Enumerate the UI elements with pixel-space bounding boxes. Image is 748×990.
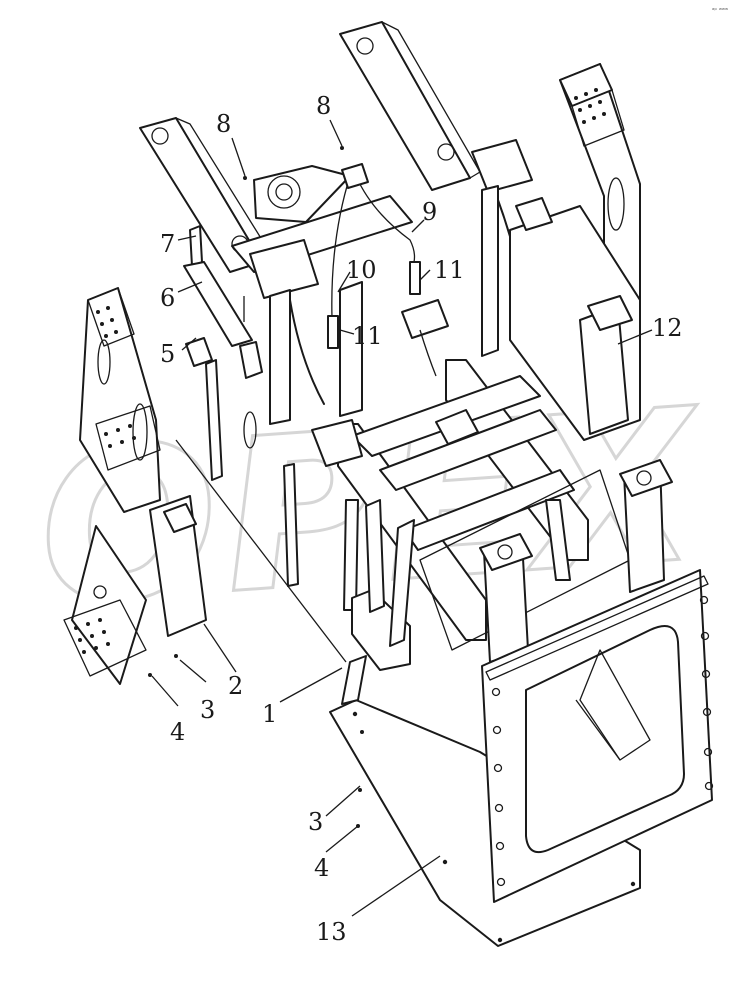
callout-10: 10 (346, 256, 377, 284)
front-frame (479, 459, 714, 903)
callout-8b: 8 (316, 92, 331, 120)
callout-6: 6 (160, 284, 175, 312)
callout-11b: 11 (434, 256, 465, 284)
callout-3a: 3 (200, 696, 215, 724)
step-holes-upper-right (574, 88, 606, 124)
bottom-plate (329, 699, 641, 947)
harness-sensors (243, 146, 449, 377)
callout-7: 7 (160, 230, 175, 258)
callout-9: 9 (422, 198, 437, 226)
callout-1a: 1 (262, 700, 277, 728)
front-plate-holes (491, 595, 714, 887)
step-holes-upper-left (96, 306, 136, 448)
callout-8a: 8 (216, 110, 231, 138)
left-front-step (63, 287, 207, 685)
callout-2: 2 (228, 672, 243, 700)
callout-3b: 3 (308, 808, 323, 836)
right-rear-step (509, 63, 641, 441)
callout-13: 13 (316, 918, 347, 946)
callout-4a: 4 (170, 718, 185, 746)
callout-12: 12 (652, 314, 683, 342)
callout-5: 5 (160, 340, 175, 368)
callout-labels: 1 2 3 3 4 4 5 6 7 8 8 9 10 11 11 12 13 (160, 92, 683, 946)
center-brackets (148, 499, 415, 828)
step-holes-lower-left (74, 618, 110, 654)
rear-arms (139, 21, 533, 425)
callout-11a: 11 (352, 322, 383, 350)
corner-mark: ᵃᵖ ʷʷʷ (712, 7, 728, 14)
callout-4b: 4 (314, 854, 329, 882)
leader-lines (151, 119, 653, 917)
